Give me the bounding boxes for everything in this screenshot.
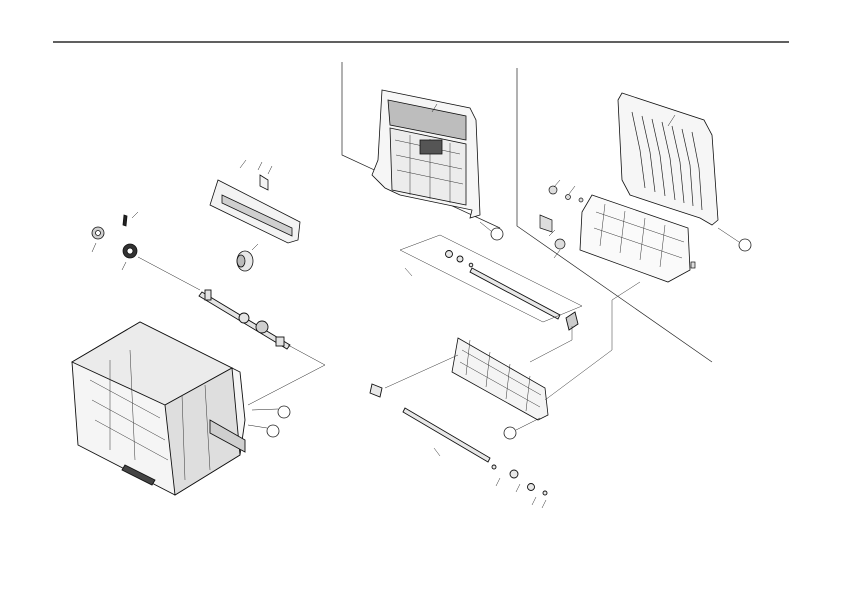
small-gear-parts: [539, 185, 696, 269]
callout-circle-a: [490, 227, 504, 241]
lower-exit-roller-part: [369, 383, 548, 496]
callout-circle-b: [738, 238, 752, 252]
callout-leaders: [247, 221, 740, 431]
callout-circle-c: [277, 405, 291, 419]
duplex-guide-part: [579, 194, 691, 283]
leader-line: [431, 103, 438, 113]
gear-parts-left: [91, 214, 138, 259]
group-outline: [399, 234, 583, 323]
main-frame-part: [71, 321, 246, 496]
connector-lines-middle: [384, 281, 641, 509]
feed-housing-part: [209, 174, 301, 244]
callout-markers: [266, 227, 752, 440]
leader-lines-right: [548, 179, 576, 259]
feed-roller-part: [236, 250, 254, 272]
callout-circle-e: [503, 426, 517, 440]
callout-circle-d: [266, 424, 280, 438]
leader-lines-left: [91, 159, 326, 406]
upper-exit-roller-part: [445, 250, 579, 331]
pickup-shaft-part: [198, 289, 291, 350]
leader-line: [667, 114, 676, 127]
exit-guide-part: [451, 337, 549, 421]
duplex-cover-part: [617, 92, 719, 226]
rear-cover-part: [371, 89, 481, 219]
